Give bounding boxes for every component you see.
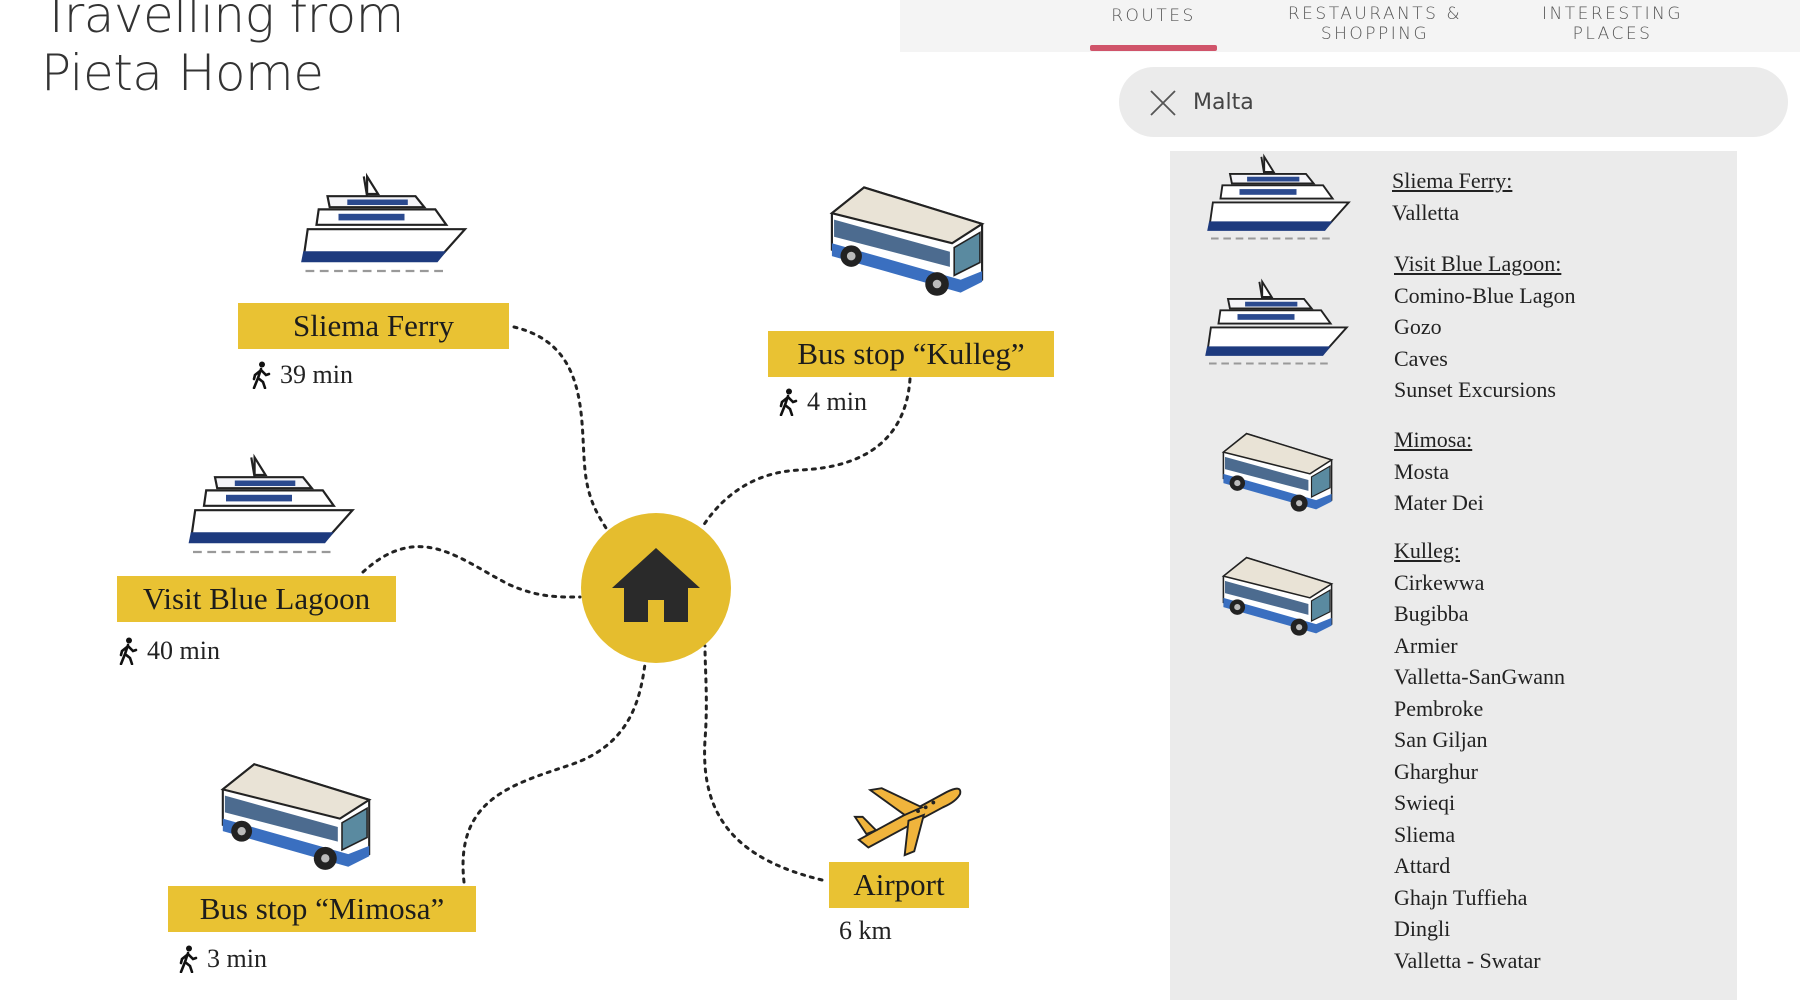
label-bus-stop-mimosa: Bus stop “Mimosa” bbox=[168, 886, 476, 932]
walk-time: 4 min bbox=[807, 387, 867, 416]
label-airport: Airport bbox=[829, 862, 969, 908]
route-diagram bbox=[0, 0, 1000, 884]
path-sliema-ferry bbox=[512, 325, 608, 530]
route-heading: Visit Blue Lagoon: bbox=[1394, 251, 1562, 276]
walking-icon bbox=[117, 637, 139, 665]
route-stop: Caves bbox=[1394, 345, 1448, 371]
page-title-line-2: Pieta Home bbox=[41, 44, 324, 102]
bus-icon bbox=[1215, 429, 1340, 514]
route-stop: Mater Dei bbox=[1394, 490, 1484, 515]
label-bus-stop-kulleg: Bus stop “Kulleg” bbox=[768, 331, 1054, 377]
active-tab-indicator bbox=[1090, 45, 1217, 51]
walk-time: 39 min bbox=[280, 360, 353, 389]
walk-time: 40 min bbox=[147, 636, 220, 665]
walk-time-blue-lagoon: 40 min bbox=[117, 636, 220, 666]
walk-time-sliema-ferry: 39 min bbox=[250, 360, 353, 390]
route-stop: Valletta-SanGwann bbox=[1394, 664, 1566, 689]
route-stop: Pembroke bbox=[1394, 695, 1484, 721]
route-group-sliema-ferry: Sliema Ferry: Valletta bbox=[1392, 165, 1512, 228]
walking-icon bbox=[250, 361, 272, 389]
tab-restaurants-shopping[interactable]: RESTAURANTS & SHOPPING bbox=[1287, 4, 1463, 44]
path-kulleg bbox=[701, 377, 912, 528]
walking-icon bbox=[777, 388, 799, 416]
walk-time-kulleg: 4 min bbox=[777, 387, 867, 417]
house-icon bbox=[612, 548, 700, 622]
route-stop: Valletta - Swatar bbox=[1394, 947, 1541, 973]
route-stop: Gharghur bbox=[1394, 758, 1478, 784]
route-group-kulleg: Kulleg: Cirkewwa Bugibba Armier Valletta… bbox=[1394, 535, 1565, 976]
route-group-blue-lagoon: Visit Blue Lagoon: Comino-Blue Lagon Goz… bbox=[1394, 248, 1575, 406]
route-stop: Comino-Blue Lagon bbox=[1394, 282, 1576, 308]
ferry-icon bbox=[301, 176, 465, 271]
route-stop: Bugibba bbox=[1394, 601, 1469, 626]
search-bar bbox=[1119, 67, 1788, 137]
bus-icon bbox=[223, 764, 369, 870]
routes-panel: Sliema Ferry: Valletta Visit Blue Lagoon… bbox=[1170, 151, 1737, 1000]
search-input[interactable] bbox=[1193, 85, 1753, 119]
route-heading: Kulleg: bbox=[1394, 538, 1460, 563]
route-stop: Mosta bbox=[1394, 458, 1449, 484]
label-visit-blue-lagoon: Visit Blue Lagoon bbox=[117, 576, 396, 622]
distance-airport: 6 km bbox=[839, 916, 892, 946]
page-title-line-1: Travelling from bbox=[41, 0, 404, 44]
route-heading: Sliema Ferry: bbox=[1392, 168, 1513, 193]
route-group-mimosa: Mimosa: Mosta Mater Dei bbox=[1394, 424, 1484, 519]
route-stop: San Giljan bbox=[1394, 727, 1488, 752]
route-stop: Ghajn Tuffieha bbox=[1394, 884, 1528, 910]
route-stop: Valletta bbox=[1392, 199, 1460, 225]
close-icon[interactable] bbox=[1149, 89, 1177, 117]
page-title: Travelling from Pieta Home bbox=[41, 0, 404, 102]
ferry-icon bbox=[189, 457, 353, 552]
route-stop: Gozo bbox=[1394, 314, 1442, 339]
walking-icon bbox=[177, 945, 199, 973]
walk-time: 3 min bbox=[207, 944, 267, 973]
route-heading: Mimosa: bbox=[1394, 427, 1473, 452]
route-stop: Dingli bbox=[1394, 916, 1451, 941]
bus-icon bbox=[1215, 553, 1340, 638]
tab-interesting-places[interactable]: INTERESTING PLACES bbox=[1542, 4, 1683, 44]
tab-routes[interactable]: ROUTES bbox=[1111, 6, 1196, 26]
route-stop: Swieqi bbox=[1394, 790, 1456, 815]
path-mimosa bbox=[461, 662, 647, 884]
walk-time-mimosa: 3 min bbox=[177, 944, 267, 974]
tab-bar: ROUTES RESTAURANTS & SHOPPING INTERESTIN… bbox=[900, 0, 1800, 52]
path-blue-lagoon bbox=[361, 545, 582, 599]
route-stop: Attard bbox=[1394, 853, 1451, 878]
route-stop: Cirkewwa bbox=[1394, 569, 1485, 595]
bus-icon bbox=[832, 187, 982, 295]
route-stop: Sliema bbox=[1394, 821, 1456, 847]
route-stop: Armier bbox=[1394, 632, 1458, 658]
airplane-icon bbox=[855, 788, 960, 855]
route-stop: Sunset Excursions bbox=[1394, 377, 1556, 402]
label-sliema-ferry: Sliema Ferry bbox=[238, 303, 509, 349]
distance: 6 km bbox=[839, 916, 892, 945]
path-airport bbox=[703, 644, 824, 882]
ferry-icon bbox=[1198, 278, 1353, 373]
ferry-icon bbox=[1200, 153, 1355, 248]
